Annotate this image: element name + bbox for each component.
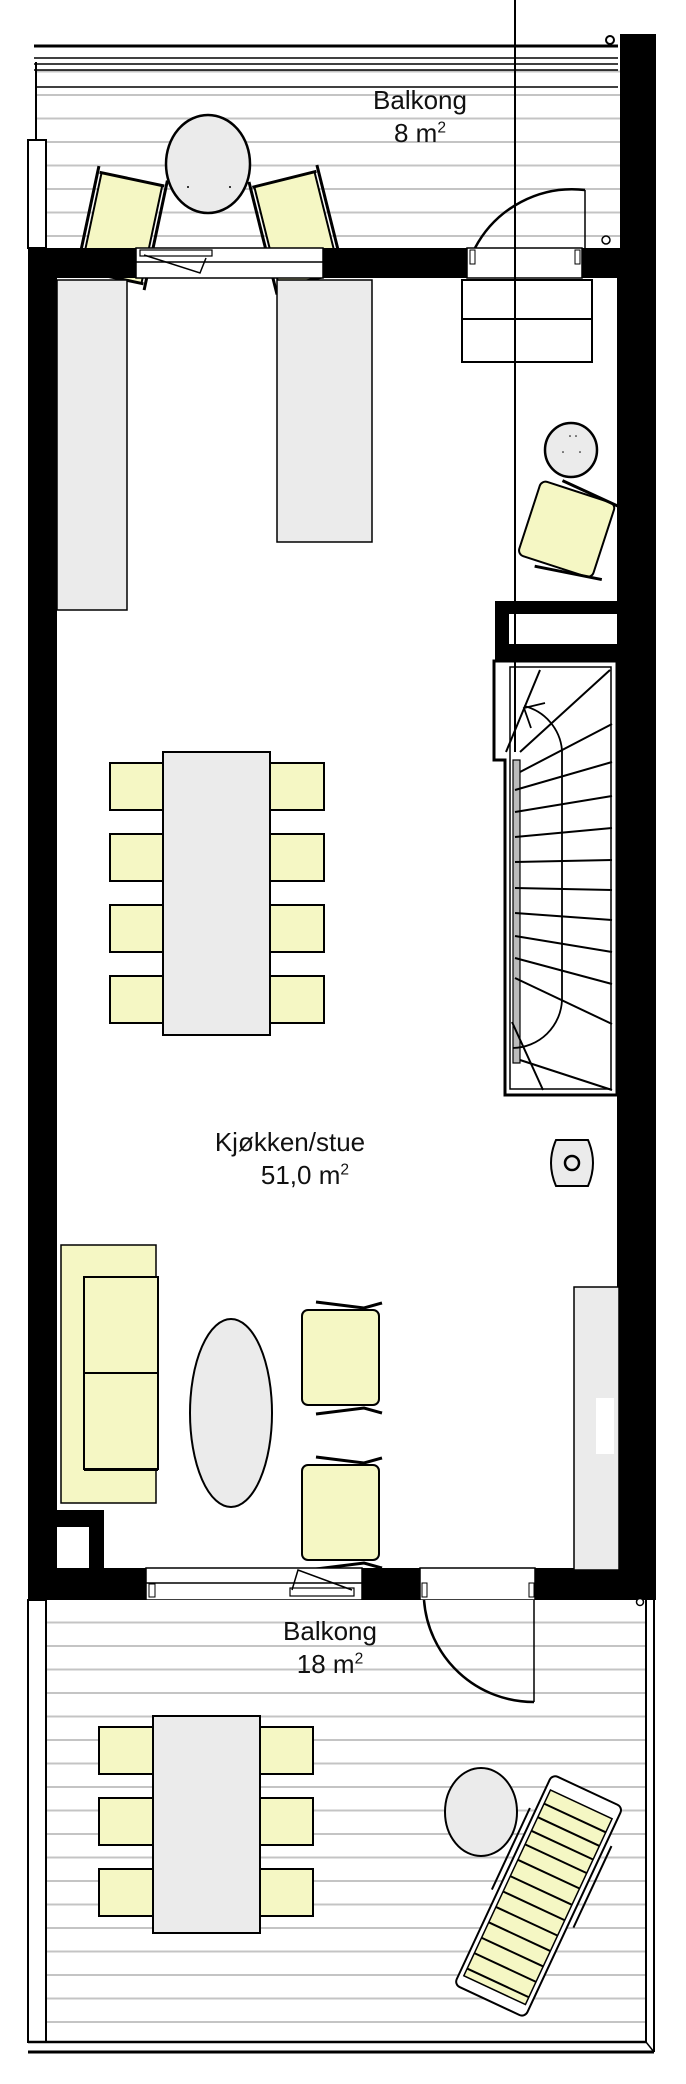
drain-icon [605, 35, 615, 45]
door-swing-bottom [422, 1599, 535, 1704]
armchair [301, 1300, 383, 1416]
dining-area [109, 751, 325, 1036]
door-top[interactable] [466, 247, 583, 279]
window-top[interactable] [135, 247, 324, 279]
room-area: 8 m2 [393, 117, 447, 148]
round-table [164, 113, 252, 215]
window-bottom[interactable] [145, 1567, 363, 1601]
oval-coffee-table [189, 1318, 273, 1508]
round-table [444, 1767, 518, 1857]
stair-arrow-icon [522, 702, 546, 729]
balcony-bottom [27, 1597, 655, 2054]
room-area: 51,0 m2 [260, 1159, 350, 1190]
dining-chairs-right [269, 762, 325, 1024]
dining-table [162, 751, 271, 1036]
wall-bottom [28, 1568, 146, 1600]
counter-left [56, 279, 128, 611]
wall-left [28, 248, 57, 1600]
room-label-kitchen-living: Kjøkken/stue 51,0 m2 [160, 1126, 420, 1191]
armchair [518, 479, 626, 582]
stair-walkline [512, 705, 563, 1049]
room-label-balcony-bottom: Balkong 18 m2 [240, 1615, 420, 1680]
kitchen-island [276, 279, 373, 543]
fridge-unit [461, 279, 593, 363]
outlet-icon [601, 235, 611, 245]
room-name: Kjøkken/stue [214, 1127, 366, 1157]
door-swing-top [473, 188, 586, 249]
tv-bench [573, 1286, 620, 1571]
outlet-icon [635, 1597, 645, 1607]
balcony-chairs-right [258, 1726, 314, 1917]
room-name: Balkong [283, 1616, 377, 1646]
walls [28, 34, 656, 1600]
living-area [60, 1244, 620, 1571]
kitchen [56, 279, 626, 611]
room-label-balcony-top: Balkong 8 m2 [340, 84, 500, 149]
wall-right-exterior [620, 34, 656, 1600]
balcony-chairs-left [98, 1726, 154, 1917]
armchair [301, 1455, 383, 1571]
room-area: 18 m2 [296, 1648, 364, 1679]
sofa [60, 1244, 159, 1504]
door-bottom[interactable] [419, 1567, 536, 1601]
sun-lounger [455, 1775, 622, 2017]
balcony-table [152, 1715, 261, 1934]
room-name: Balkong [373, 85, 467, 115]
balcony-top-side-rail [27, 139, 47, 249]
side-table [543, 421, 599, 479]
dining-chairs-left [109, 762, 165, 1024]
staircase [492, 0, 619, 1097]
toilet-wc [550, 1139, 594, 1187]
